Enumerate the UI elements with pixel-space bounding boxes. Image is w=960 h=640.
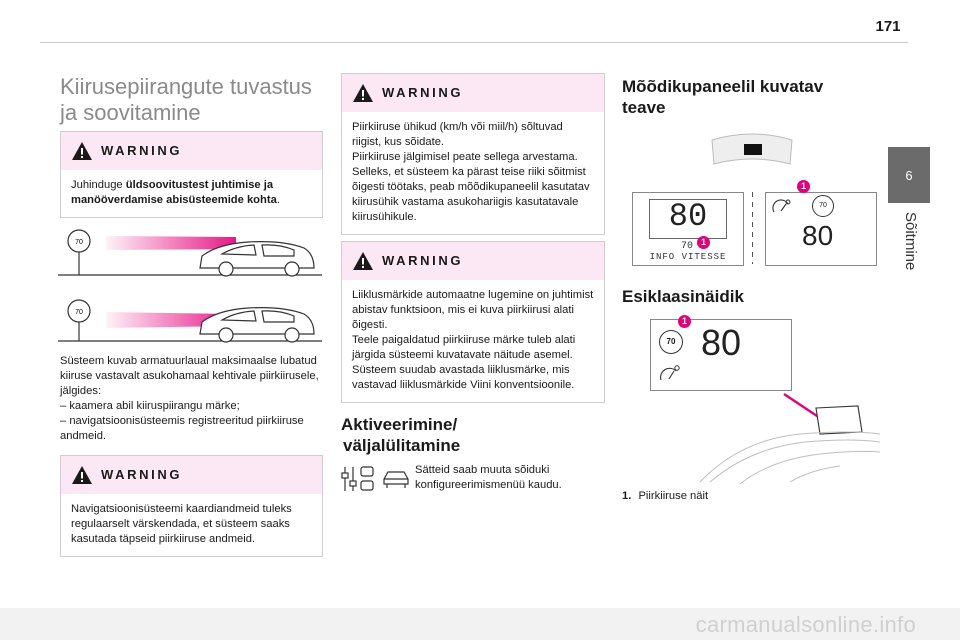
lcd-cluster-display: 80 70 INFO VITESSE bbox=[632, 192, 744, 266]
warning-header: WARNING bbox=[61, 132, 322, 170]
speed-limiter-icon bbox=[772, 199, 791, 213]
warning-triangle-icon bbox=[72, 466, 92, 484]
car-outline-icon bbox=[383, 471, 409, 488]
callout-1: 1 bbox=[797, 180, 810, 193]
footer-bar bbox=[0, 608, 960, 640]
legend-number: 1. bbox=[622, 490, 632, 502]
warning-text: Juhinduge üldsoovitustest juhtimise ja m… bbox=[71, 179, 280, 206]
digital-cluster-display: 70 80 bbox=[765, 192, 877, 266]
legend-text: Piirkiiruse näit bbox=[638, 490, 709, 502]
hud-speed-sign: 70 bbox=[659, 330, 683, 354]
illustration-sign-navigation: 70 bbox=[58, 299, 322, 343]
warning-text: Piirkiiruse ühikud (km/h või miil/h) sõl… bbox=[352, 121, 590, 223]
lcd-speed-limit: 70 bbox=[681, 241, 694, 252]
speed-sign-icon bbox=[67, 229, 91, 253]
callout-1: 1 bbox=[697, 236, 710, 249]
warning-triangle-icon bbox=[353, 84, 373, 102]
warning-triangle-icon bbox=[353, 252, 373, 270]
activation-text: Sätteid saab muuta sõiduki konfigureerim… bbox=[415, 464, 562, 491]
lcd-caption: INFO VITESSE bbox=[649, 252, 727, 262]
hud-display: 70 80 bbox=[650, 319, 792, 391]
speed-limiter-icon bbox=[660, 365, 680, 381]
intro-text: Süsteem kuvab armatuurlaual maksimaalse … bbox=[60, 355, 319, 442]
warning-title: WARNING bbox=[382, 85, 464, 100]
speed-sign-icon bbox=[67, 299, 91, 323]
car-icon bbox=[199, 307, 315, 343]
hud-speed-value: 80 bbox=[701, 322, 742, 363]
warning-box-general: WARNING Juhinduge üldsoovitustest juhtim… bbox=[60, 131, 323, 218]
panel-speed-value: 80 bbox=[802, 220, 834, 251]
lcd-speed-value: 80 bbox=[668, 198, 708, 235]
warning-box-units: WARNING Piirkiiruse ühikud (km/h või mii… bbox=[341, 73, 605, 235]
chapter-tab[interactable]: 6 bbox=[888, 147, 930, 203]
warning-header: WARNING bbox=[342, 74, 604, 112]
callout-1: 1 bbox=[678, 315, 691, 328]
instrument-cluster-icon bbox=[711, 133, 793, 165]
speed-sign-value: 70 bbox=[75, 309, 83, 316]
warning-triangle-icon bbox=[72, 142, 92, 160]
chapter-name: Sõitmine bbox=[902, 212, 919, 271]
panel-separator bbox=[752, 192, 753, 264]
warning-text-bold: üldsoovitustest juhtimise ja manööverdam… bbox=[71, 179, 277, 206]
car-icon bbox=[199, 241, 315, 277]
speed-sign-value: 70 bbox=[75, 239, 83, 246]
section-title: Kiirusepiirangute tuvastus ja soovitamin… bbox=[60, 74, 330, 126]
illustration-sign-camera: 70 bbox=[58, 229, 322, 277]
warning-title: WARNING bbox=[101, 143, 183, 158]
watermark: carmanualsonline.info bbox=[695, 612, 916, 637]
warning-text: Navigatsioonisüsteemi kaardiandmeid tule… bbox=[71, 503, 292, 545]
settings-menu-icon bbox=[341, 466, 374, 491]
warning-header: WARNING bbox=[342, 242, 604, 280]
activation-heading: Aktiveerimine/ väljalülitamine bbox=[341, 415, 461, 455]
warning-title: WARNING bbox=[101, 467, 183, 482]
warning-header: WARNING bbox=[61, 456, 322, 494]
warning-box-recognition: WARNING Liiklusmärkide automaatne lugemi… bbox=[341, 241, 605, 403]
section-title-line1: Kiirusepiirangute tuvastus bbox=[60, 74, 312, 99]
page-number: 171 bbox=[875, 18, 901, 35]
hud-heading: Esiklaasinäidik bbox=[622, 287, 744, 306]
warning-box-navigation: WARNING Navigatsioonisüsteemi kaardiandm… bbox=[60, 455, 323, 557]
illustration-dashboard-hud bbox=[699, 392, 880, 485]
warning-text: Liiklusmärkide automaatne lugemine on ju… bbox=[352, 289, 594, 391]
legend-item: 1. Piirkiiruse näit bbox=[622, 489, 877, 504]
header-divider bbox=[40, 42, 908, 43]
section-title-line2: ja soovitamine bbox=[60, 100, 201, 125]
instrument-panel-heading: Mõõdikupaneelil kuvatav teave bbox=[622, 77, 824, 117]
warning-title: WARNING bbox=[382, 253, 464, 268]
panel-speed-sign: 70 bbox=[812, 195, 834, 217]
